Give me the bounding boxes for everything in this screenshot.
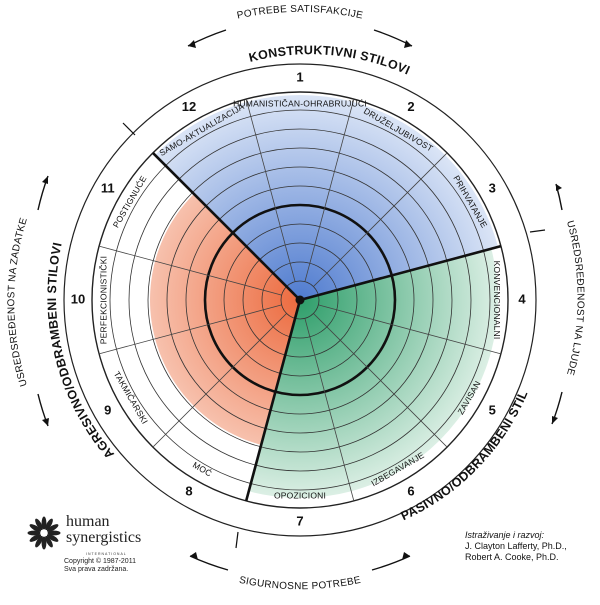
segment-label: HUMANISTIČAN-OHRABRUJUĆI — [233, 98, 367, 108]
logo-petal — [46, 534, 59, 542]
spoke — [152, 313, 287, 448]
spoke — [245, 98, 296, 282]
cluster-divider — [152, 152, 301, 301]
task-orientation-label: USREDSREĐENOST NA ZADATKE — [6, 216, 30, 387]
copyright-text: Copyright © 1987-2011 — [64, 558, 136, 565]
logo-word-human: human — [66, 513, 110, 530]
cluster-dividers — [152, 152, 502, 502]
segment-number: 7 — [296, 513, 303, 528]
logo-petal — [46, 524, 59, 532]
boundary-ticks — [122, 122, 546, 549]
arrow-head-right-bottom — [552, 416, 558, 424]
center-dot — [295, 295, 305, 305]
logo-word-synergistics: synergistics — [66, 529, 142, 546]
aggressive-sector — [150, 193, 300, 445]
logo-petal — [29, 524, 42, 532]
segment-number: 5 — [489, 402, 496, 417]
segment-label: OPOZICIONI — [274, 490, 326, 500]
arrow-heads — [42, 40, 562, 560]
logo-petal — [29, 534, 42, 542]
cluster-divider — [299, 244, 502, 302]
arrow-head-bottom-left — [190, 552, 198, 560]
spoke — [98, 245, 282, 296]
arrow-head-top-left — [188, 40, 196, 48]
segment-number: 4 — [518, 291, 526, 306]
spoke — [304, 318, 355, 502]
segment-number: 3 — [489, 180, 496, 195]
spoke — [318, 304, 502, 355]
logo-international: INTERNATIONAL — [86, 552, 127, 556]
cluster-divider — [244, 299, 302, 502]
segment-number: 2 — [407, 99, 414, 114]
logo-petal — [45, 518, 53, 531]
logo-petal — [47, 530, 61, 536]
human-synergistics-logo-icon — [27, 516, 61, 550]
logo-petal — [35, 535, 43, 548]
research-heading: Istraživanje i razvoj: — [465, 530, 545, 540]
constructive-styles-title: KONSTRUKTIVNI STILOVI — [247, 43, 412, 78]
research-author-1: J. Clayton Lafferty, Ph.D., — [465, 541, 567, 551]
research-author-2: Robert A. Cooke, Ph.D. — [465, 552, 559, 562]
logo-petal — [45, 535, 53, 548]
spoke — [304, 98, 355, 282]
arrow-head-left-top — [42, 176, 48, 184]
spoke — [98, 304, 282, 355]
security-needs-label: SIGURNOSNE POTREBE — [238, 575, 362, 592]
segment-number: 12 — [182, 99, 196, 114]
segment-label: PERFEKCIONISTIČKI — [98, 256, 108, 344]
logo-petal — [27, 530, 41, 536]
logo-petal — [41, 516, 47, 530]
people-orientation-label: USREDSREĐENOST NA LJUDE — [564, 219, 586, 376]
satisfaction-needs-label: POTREBE SATISFAKCIJE — [236, 4, 364, 22]
segment-label: MOĆ — [191, 460, 214, 479]
segment-number: 11 — [101, 180, 115, 195]
segment-number: 6 — [407, 484, 414, 499]
segment-label: TAKMIČARSKI — [112, 369, 150, 425]
logo-center — [40, 529, 48, 537]
spoke — [313, 313, 448, 448]
segment-number: 1 — [296, 69, 303, 84]
median-ring — [203, 203, 397, 397]
arrow-head-top-right — [404, 40, 412, 48]
segment-number: 9 — [104, 402, 111, 417]
logo-petal — [35, 518, 43, 531]
arrow-head-bottom-right — [402, 552, 410, 560]
rights-text: Sva prava zadržana. — [64, 566, 129, 573]
spoke — [313, 152, 448, 287]
segment-label: KONVENCIONALNI — [492, 261, 502, 340]
segment-number: 8 — [185, 484, 192, 499]
segment-number: 10 — [71, 291, 85, 306]
concentric-rings — [91, 91, 509, 509]
logo-petal — [41, 536, 47, 550]
arrow-head-right-top — [556, 184, 562, 191]
arrow-head-left-bottom — [42, 418, 49, 426]
outer-ring — [63, 63, 537, 537]
